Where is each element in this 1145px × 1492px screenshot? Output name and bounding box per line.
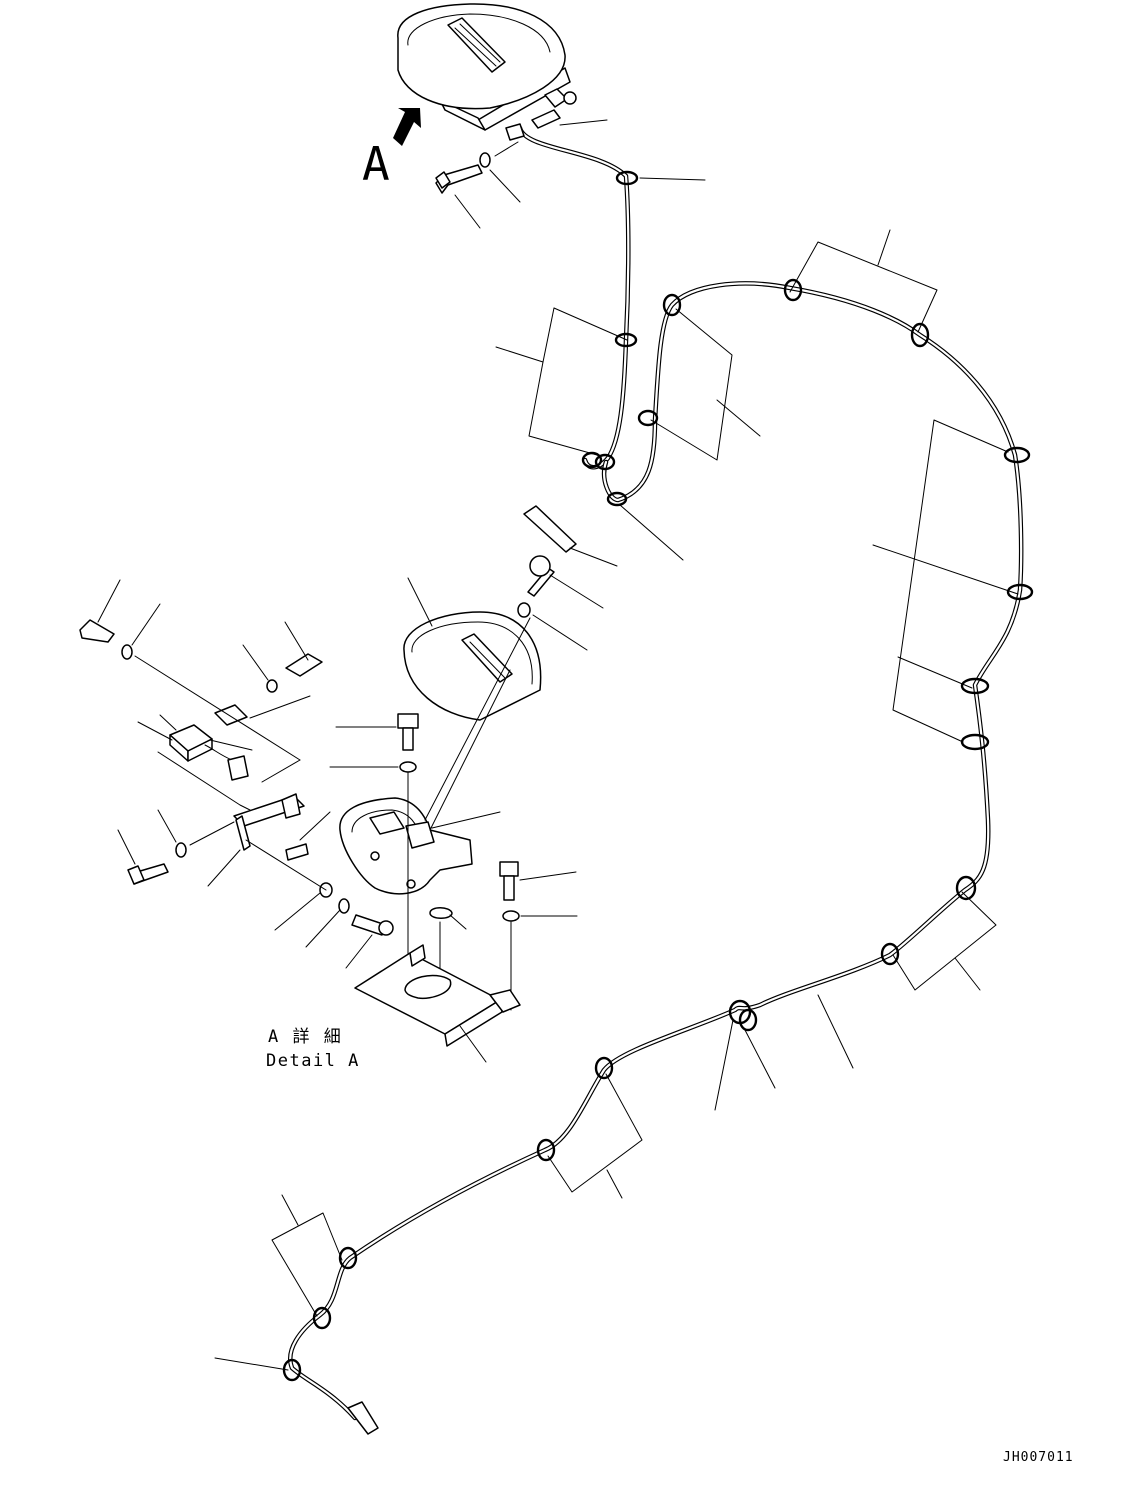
top-bolt — [435, 141, 521, 229]
detail-title-en: Detail A — [266, 1051, 360, 1071]
top-lamp-assembly — [397, 3, 608, 141]
view-direction-arrow-icon — [393, 108, 421, 146]
view-label: A — [362, 137, 390, 191]
harness-leaders — [214, 177, 1019, 1371]
detail-a-screw — [517, 555, 604, 651]
detail-a-bolts-left — [79, 579, 323, 885]
figure-code: JH007011 — [1003, 1450, 1074, 1465]
detail-a-bracket-small — [207, 695, 331, 887]
detail-a-base-bracket — [339, 617, 531, 895]
detail-title-jp: A 詳 細 — [268, 1027, 343, 1047]
detail-a-mounting-plate — [354, 944, 521, 1063]
harness-clamps — [282, 170, 1034, 1382]
detail-a-lamp-cover — [403, 577, 542, 721]
detail-a-lens — [523, 505, 618, 567]
wire-harness — [288, 125, 1024, 1435]
detail-a-switch — [137, 714, 253, 781]
detail-a-bolts-right — [499, 861, 578, 1011]
detail-a-bolts-center — [245, 713, 467, 1016]
